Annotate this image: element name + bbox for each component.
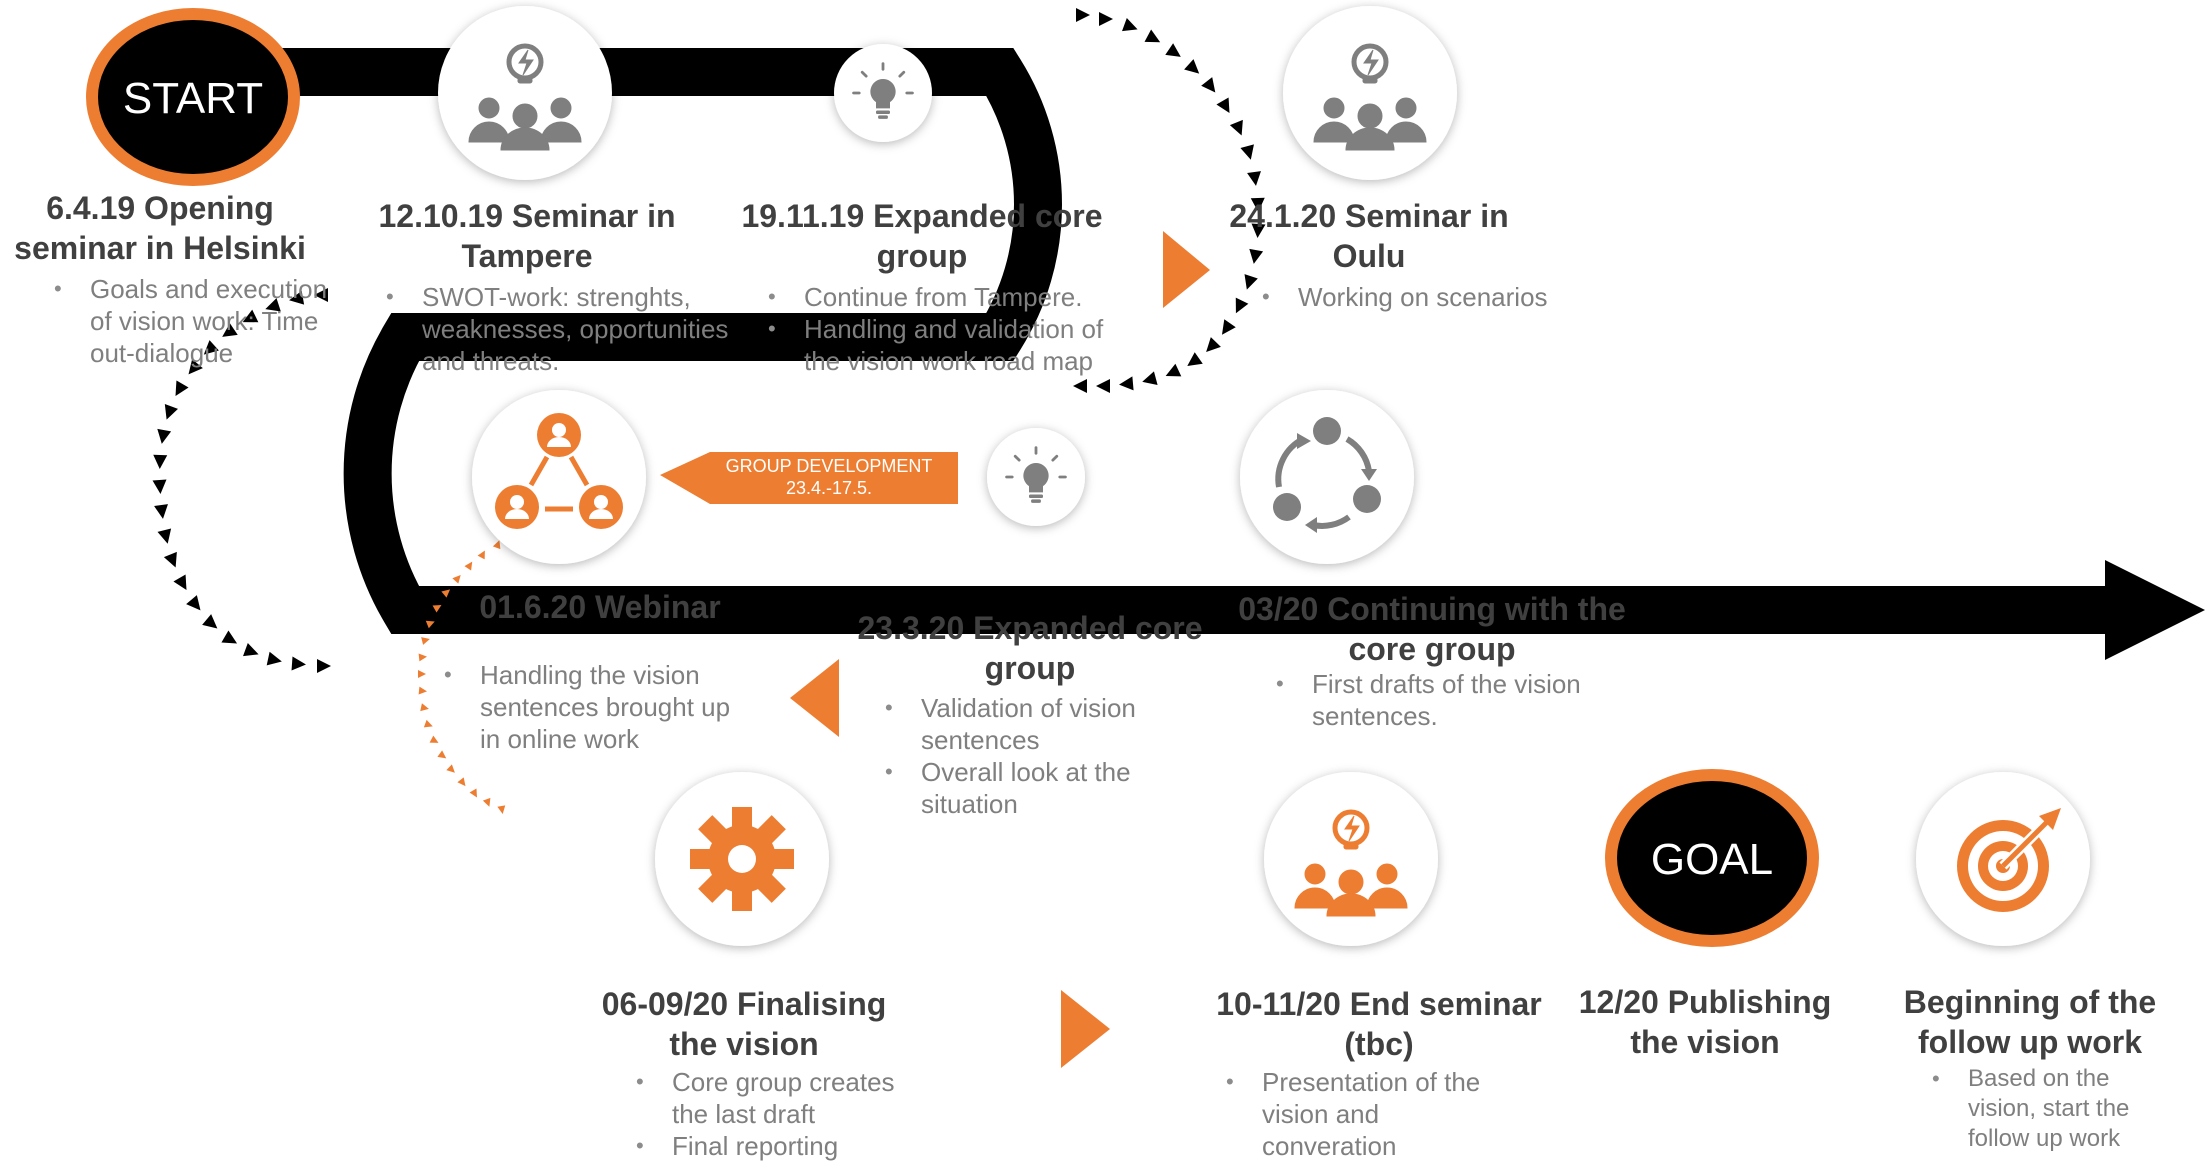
group-development-line1: GROUP DEVELOPMENT [725,456,933,476]
orange-dotted-arc [418,540,506,814]
bullet-item: Overall look at the situation [883,756,1173,820]
milestone-bullets-expanded-core-group-2: Validation of vision sentences Overall l… [883,692,1173,820]
milestone-title-oulu: 24.1.20 Seminar in Oulu [1229,198,1509,274]
milestone-title-end-seminar: 10-11/20 End seminar (tbc) [1216,986,1542,1062]
bullet-item: Validation of vision sentences [883,692,1173,756]
milestone-bullets-end-seminar: Presentation of the vision and converati… [1224,1066,1504,1162]
milestone-bullets-expanded-core-group-1: Continue from Tampere. Handling and vali… [766,281,1126,377]
milestone-bullets-finalising: Core group creates the last draft Final … [634,1066,924,1162]
cycle-icon [1273,417,1381,533]
milestone-bullets-tampere: SWOT-work: strenghts, weaknesses, opport… [384,281,744,377]
goal-marker [1605,769,1819,947]
bullet-item: Based on the vision, start the follow up… [1930,1064,2170,1154]
bullet-item: Handling the vision sentences brought up… [442,659,752,755]
milestone-title-helsinki: 6.4.19 Opening seminar in Helsinki [14,190,306,266]
milestone-bullets-oulu: Working on scenarios [1260,281,1620,313]
milestone-bullets-helsinki: Goals and execution of vision work: Time… [52,273,342,369]
bullet-item: Core group creates the last draft [634,1066,924,1130]
bullet-item: Presentation of the vision and converati… [1224,1066,1504,1162]
bullet-item: SWOT-work: strenghts, weaknesses, opport… [384,281,744,377]
bullet-item: Goals and execution of vision work: Time… [52,273,342,369]
milestone-bullets-core-group: First drafts of the vision sentences. [1274,668,1614,732]
road-arrowhead [2105,560,2205,660]
bullet-item: First drafts of the vision sentences. [1274,668,1614,732]
group-development-label: GROUP DEVELOPMENT 23.4.-17.5. [704,455,954,499]
milestone-title-publishing: 12/20 Publishing the vision [1578,984,1832,1060]
group-development-banner [660,452,958,504]
bullet-item: Handling and validation of the vision wo… [766,313,1126,377]
gear-icon [690,807,794,911]
milestone-bullets-webinar: Handling the vision sentences brought up… [442,659,752,755]
orange-arrow-left [790,659,839,737]
milestone-bullets-follow-up: Based on the vision, start the follow up… [1930,1064,2170,1154]
bullet-item: Working on scenarios [1260,281,1620,313]
milestone-title-follow-up: Beginning of the follow up work [1903,984,2157,1060]
start-label: START [123,74,263,123]
goal-label: GOAL [1651,835,1773,884]
orange-arrow-right-1 [1163,231,1210,308]
group-development-line2: 23.4.-17.5. [785,478,873,498]
milestone-title-expanded-core-group-1: 19.11.19 Expanded core group [741,198,1103,274]
target-icon [1957,808,2061,912]
dotted-chevrons-right [1073,8,1266,393]
bullet-item: Final reporting [634,1130,924,1162]
milestone-title-expanded-core-group-2: 23.3.20 Expanded core group [857,610,1203,686]
start-marker [86,8,300,186]
orange-arrow-right-2 [1061,990,1110,1068]
milestone-title-finalising: 06-09/20 Finalising the vision [601,986,887,1062]
bullet-item: Continue from Tampere. [766,281,1126,313]
team-network-icon [495,413,623,529]
milestone-title-core-group: 03/20 Continuing with the core group [1238,591,1626,667]
milestone-title-webinar: 01.6.20 Webinar [479,589,721,625]
milestone-title-tampere: 12.10.19 Seminar in Tampere [378,198,676,274]
